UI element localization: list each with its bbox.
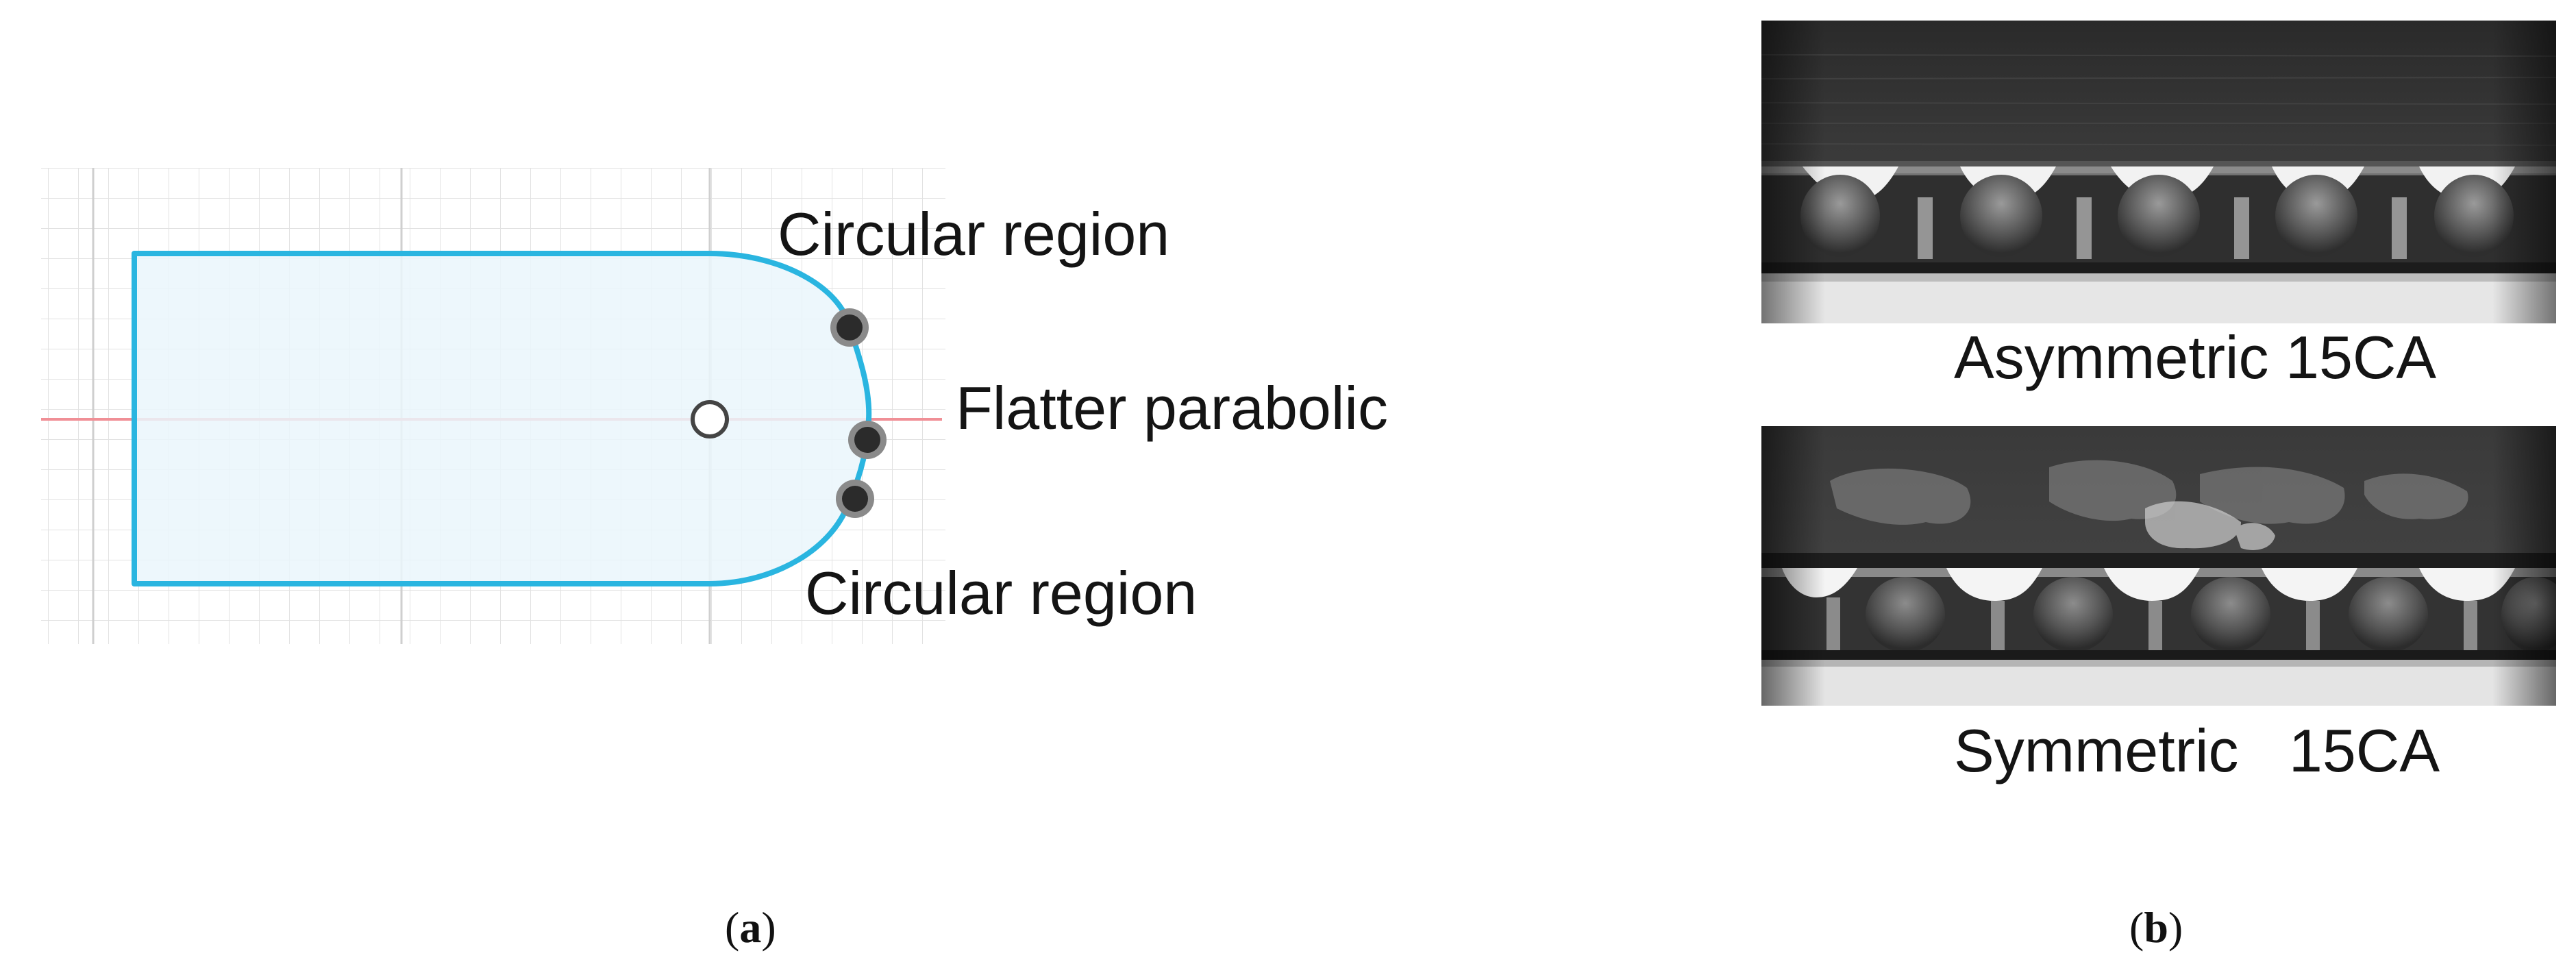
label-circular-region-top: Circular region bbox=[778, 200, 1170, 268]
label-circular-region-bottom: Circular region bbox=[805, 559, 1198, 627]
photo-label-asymmetric: Asymmetric 15CA bbox=[1954, 323, 2437, 391]
caption-b: (b) bbox=[2129, 903, 2183, 952]
photo-symmetric-15ca bbox=[1761, 426, 2556, 706]
center-point bbox=[691, 400, 729, 438]
control-point-lower bbox=[836, 480, 874, 518]
control-point-middle bbox=[848, 421, 887, 459]
bowl-profile-diagram bbox=[41, 168, 945, 644]
photo-asymmetric-15ca bbox=[1761, 21, 2556, 323]
control-point-upper bbox=[830, 308, 869, 347]
label-flatter-parabolic: Flatter parabolic bbox=[956, 374, 1388, 442]
photo-label-symmetric: Symmetric 15CA bbox=[1954, 717, 2440, 784]
caption-a: (a) bbox=[725, 903, 776, 952]
bowl-profile-shape bbox=[132, 251, 872, 586]
